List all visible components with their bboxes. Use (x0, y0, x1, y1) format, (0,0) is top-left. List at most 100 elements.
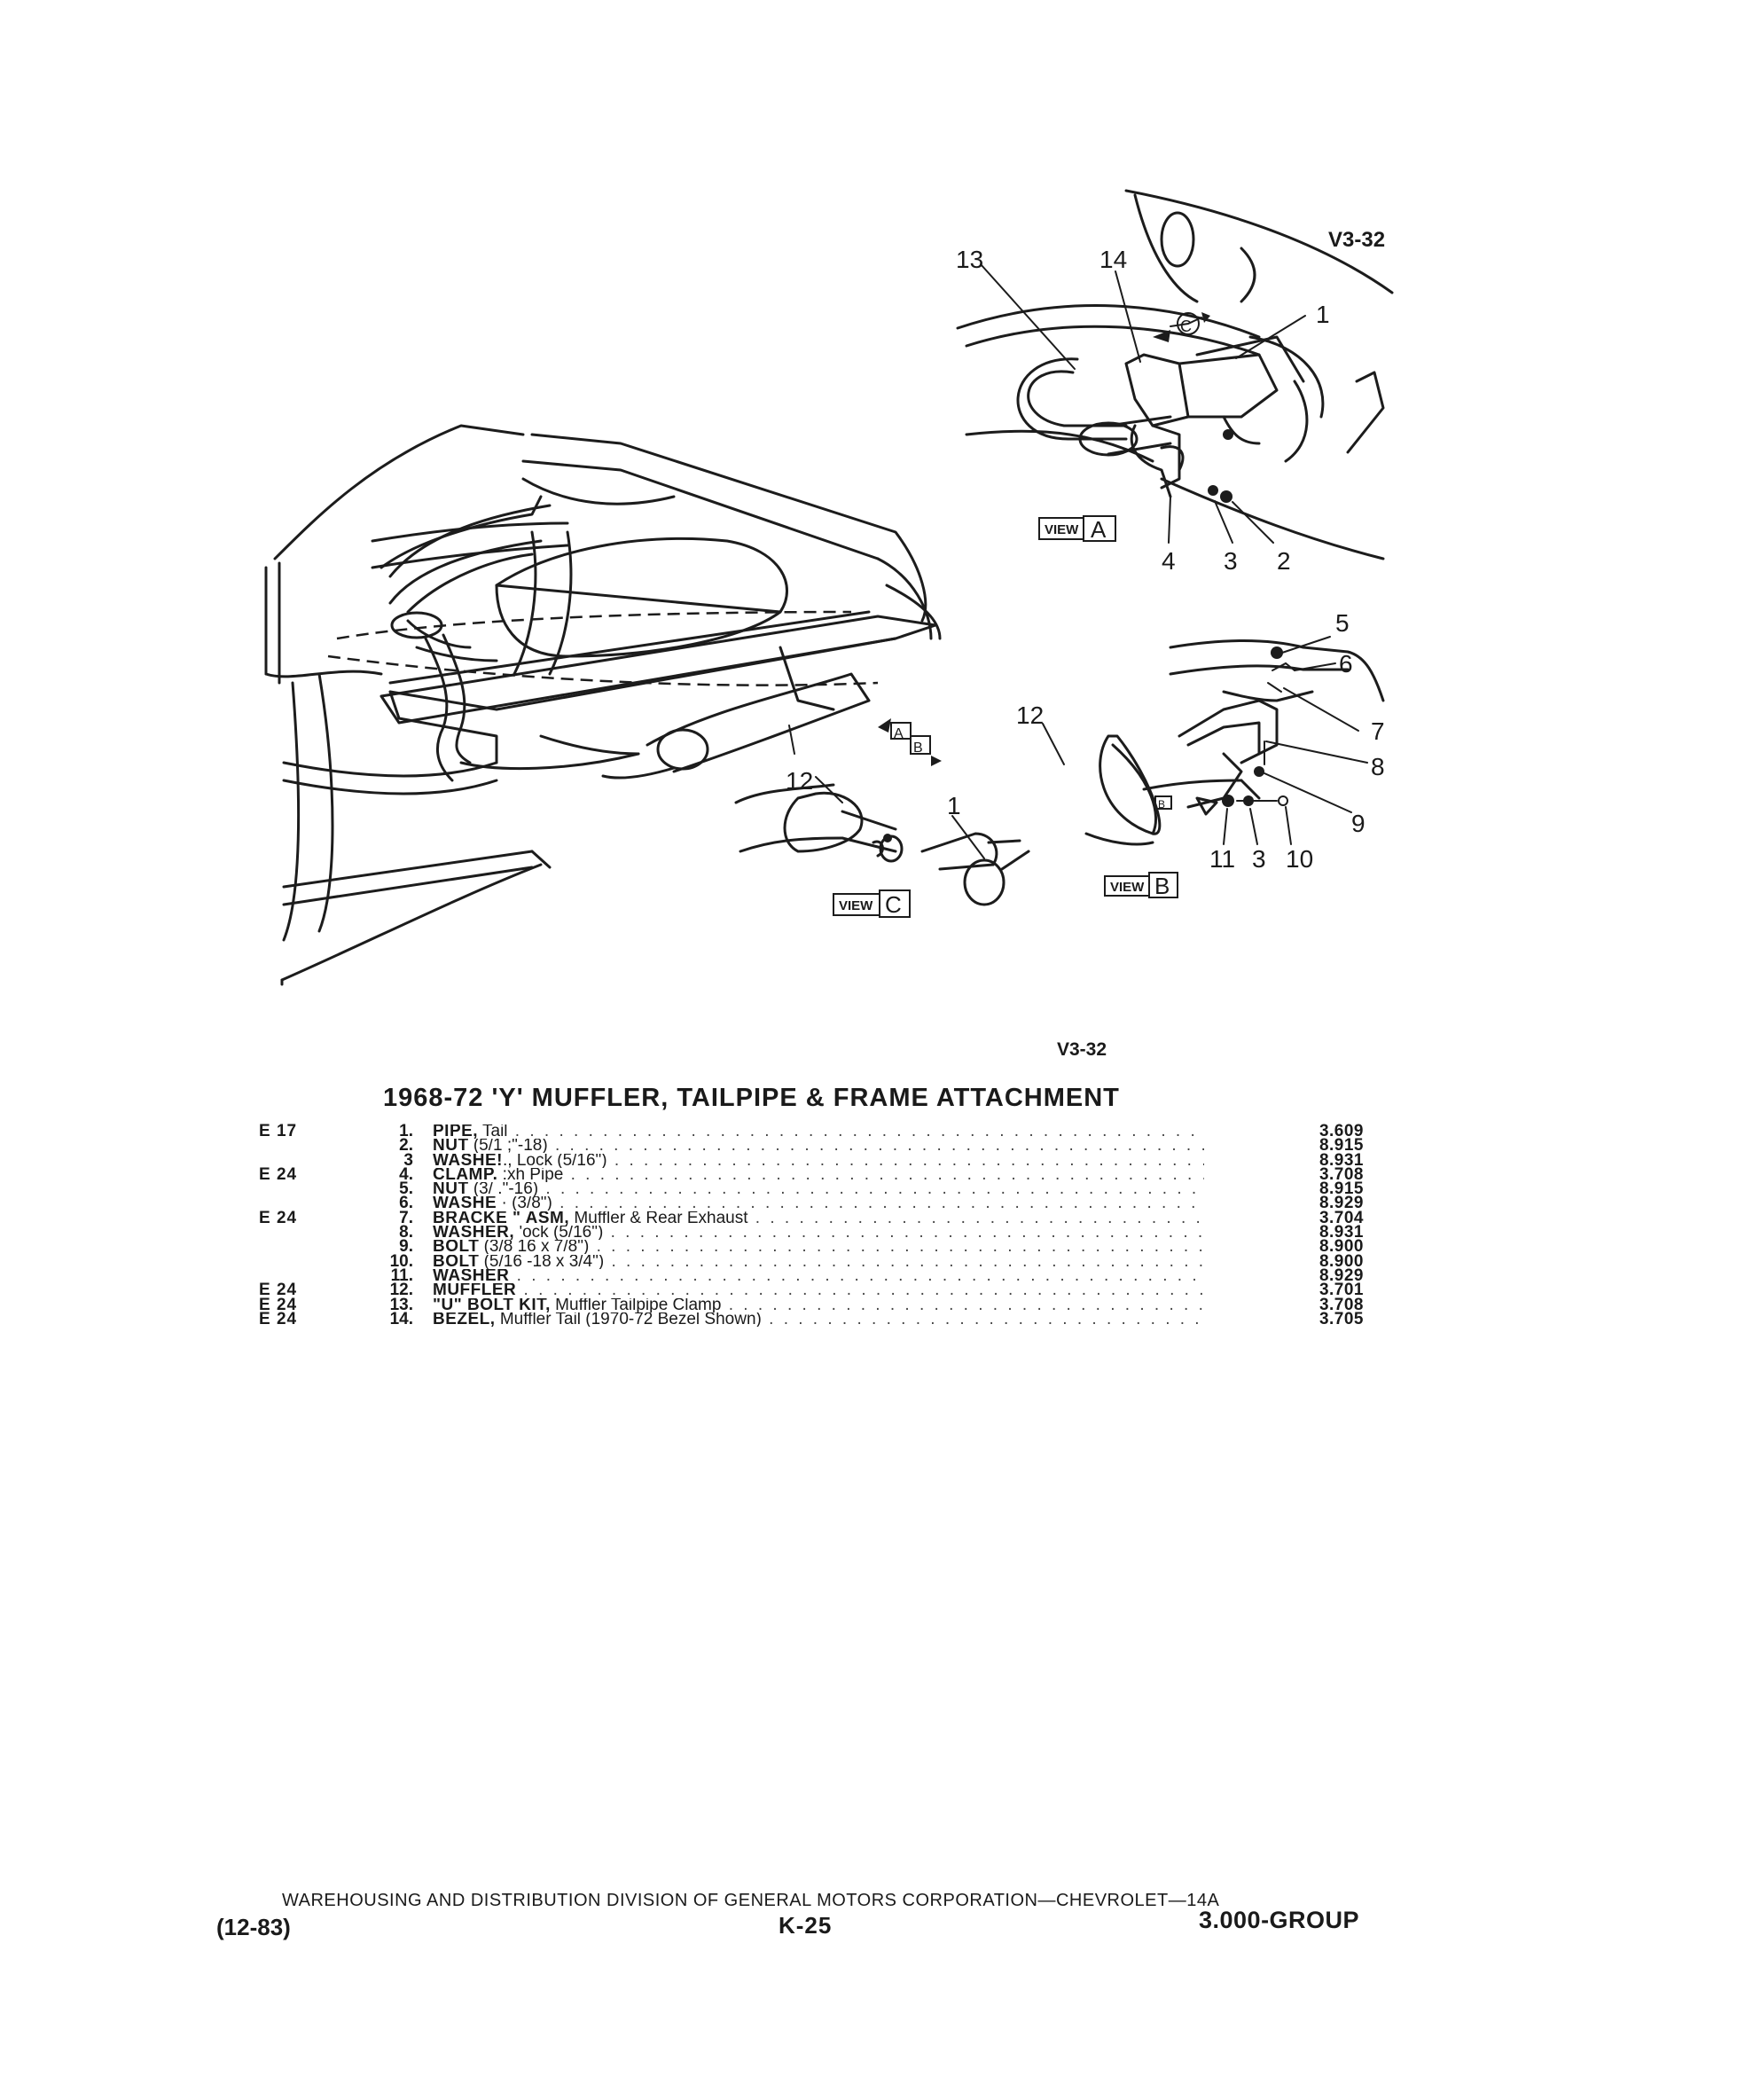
callout-3-view-b: 3 (1252, 845, 1266, 873)
item-name: WASHER (433, 1268, 510, 1283)
catalog-code: E 24 (259, 1208, 298, 1227)
item-detail: (5/16 -18 x 3/4") (479, 1254, 605, 1269)
callout-leader-lines (788, 263, 1368, 859)
group-number: 8.931 (1319, 1150, 1364, 1170)
callout-6: 6 (1339, 650, 1353, 678)
item-name: BRACKE " ASM, (433, 1211, 570, 1226)
callout-12-view-b: 12 (1016, 701, 1044, 729)
callout-12-view-c: 12 (786, 767, 813, 795)
group-number: 3.708 (1319, 1295, 1364, 1314)
catalog-code: E 24 (259, 1281, 298, 1300)
callout-4: 4 (1162, 547, 1176, 575)
callout-3-view-a: 3 (1224, 547, 1238, 575)
item-name: "U" BOLT KIT, (433, 1297, 551, 1312)
item-description: BRACKE " ASM, Muffler & Rear Exhaust . .… (433, 1211, 1204, 1226)
item-detail: (3/ ."-16) (468, 1182, 539, 1197)
svg-text:B: B (1154, 873, 1170, 899)
diagram-reference-top: V3-32 (1328, 228, 1385, 252)
parts-list: E 17 1. PIPE, Tail . . . . . . . . . . .… (0, 1122, 1745, 1328)
item-name: PIPE, (433, 1124, 479, 1139)
diagram-reference-bottom: V3-32 (1057, 1039, 1107, 1060)
item-name: BEZEL, (433, 1312, 496, 1327)
callout-8: 8 (1371, 753, 1385, 780)
footer-date: (12-83) (216, 1914, 291, 1940)
item-number: 11. (390, 1265, 413, 1285)
view-ab-arrow-tag: A B (878, 718, 942, 766)
group-number: 8.931 (1319, 1223, 1364, 1242)
callout-1-view-c: 1 (947, 792, 961, 819)
item-detail: ., Lock (5/16") (503, 1153, 607, 1168)
item-detail: · (3/8") (497, 1196, 552, 1211)
view-b-detail-drawing: B (1084, 639, 1385, 846)
catalog-code: E 17 (259, 1122, 298, 1140)
callout-14: 14 (1099, 246, 1127, 273)
parts-row: 5. NUT (3/ ."-16) . . . . . . . . . . . … (0, 1179, 1745, 1199)
view-b-label: VIEW B (1104, 872, 1178, 899)
parts-row: E 17 1. PIPE, Tail . . . . . . . . . . .… (0, 1122, 1745, 1140)
item-description: BOLT (3/8 16 x 7/8") . . . . . . . . . .… (433, 1240, 1204, 1254)
item-name: BOLT (433, 1240, 480, 1255)
group-number: 8.900 (1319, 1237, 1364, 1257)
item-number: 9. (399, 1237, 413, 1257)
svg-text:C: C (885, 891, 902, 918)
group-number: 8.929 (1319, 1194, 1364, 1213)
callout-11: 11 (1209, 845, 1235, 873)
item-name: MUFFLER (433, 1283, 517, 1298)
item-detail: Tail (478, 1124, 508, 1139)
svg-text:VIEW: VIEW (1045, 522, 1079, 537)
bracket-b-marker: B (1158, 798, 1165, 811)
item-number: 2. (399, 1136, 413, 1156)
item-number: 14. (389, 1309, 413, 1328)
group-number: 8.915 (1319, 1179, 1364, 1199)
parts-row: 8. WASHER, 'ock (5/16") . . . . . . . . … (0, 1223, 1745, 1242)
item-detail: (3/8 16 x 7/8") (479, 1240, 590, 1255)
footer-page-number: K-25 (779, 1912, 833, 1939)
parts-row: 9. BOLT (3/8 16 x 7/8") . . . . . . . . … (0, 1237, 1745, 1257)
item-name: CLAMP. (433, 1167, 498, 1182)
item-detail: Muffler Tailpipe Clamp (550, 1297, 722, 1312)
callout-7: 7 (1371, 717, 1385, 745)
parts-row: 6. WASHE · (3/8") . . . . . . . . . . . … (0, 1194, 1745, 1213)
parts-row: E 24 14. BEZEL, Muffler Tail (1970-72 Be… (0, 1309, 1745, 1328)
item-number: 5. (399, 1179, 413, 1199)
parts-row: 2. NUT (5/1 ;"-18) . . . . . . . . . . .… (0, 1136, 1745, 1156)
callout-2: 2 (1277, 547, 1291, 575)
footer-group: 3.000-GROUP (1199, 1907, 1360, 1933)
item-description: CLAMP. :xh Pipe . . . . . . . . . . . . … (433, 1168, 1204, 1182)
item-description: NUT (3/ ."-16) . . . . . . . . . . . . .… (433, 1182, 1204, 1196)
view-c-detail-drawing (734, 783, 1030, 906)
item-number: 3 (403, 1150, 413, 1170)
group-number: 3.705 (1319, 1309, 1364, 1328)
item-detail: (5/1 ;"-18) (468, 1139, 548, 1154)
item-name: NUT (433, 1182, 469, 1197)
footer-division-line: WAREHOUSING AND DISTRIBUTION DIVISION OF… (282, 1891, 1220, 1910)
group-number: 8.900 (1319, 1251, 1364, 1271)
item-description: BOLT (5/16 -18 x 3/4") . . . . . . . . .… (433, 1255, 1204, 1269)
group-number: 8.929 (1319, 1265, 1364, 1285)
small-arrow-c-label: C (1180, 317, 1192, 335)
item-description: NUT (5/1 ;"-18) . . . . . . . . . . . . … (433, 1139, 1204, 1153)
parts-row: 3 WASHE!., Lock (5/16") . . . . . . . . … (0, 1150, 1745, 1170)
group-number: 3.704 (1319, 1208, 1364, 1227)
exploded-parts-diagram: C B (0, 0, 1745, 1046)
parts-row: E 24 7. BRACKE " ASM, Muffler & Rear Exh… (0, 1208, 1745, 1227)
item-description: MUFFLER . . . . . . . . . . . . . . . . … (433, 1283, 1204, 1297)
item-detail: Muffler & Rear Exhaust (569, 1211, 748, 1226)
view-a-label: VIEW A (1038, 515, 1116, 543)
item-name: NUT (433, 1139, 469, 1154)
group-number: 3.609 (1319, 1122, 1364, 1140)
item-number: 13. (389, 1295, 413, 1314)
item-detail: Muffler Tail (1970-72 Bezel Shown) (495, 1312, 762, 1327)
parts-row: 10. BOLT (5/16 -18 x 3/4") . . . . . . .… (0, 1251, 1745, 1271)
item-description: WASHE!., Lock (5/16") . . . . . . . . . … (433, 1154, 1204, 1168)
item-number: 1. (399, 1122, 413, 1140)
svg-text:VIEW: VIEW (1110, 880, 1145, 895)
parts-row: 11. WASHER . . . . . . . . . . . . . . .… (0, 1265, 1745, 1285)
callout-numbers: 13 14 1 4 3 2 5 6 7 8 9 11 3 10 12 12 1 (786, 246, 1385, 873)
catalog-code: E 24 (259, 1309, 298, 1328)
tag-b-label: B (913, 740, 923, 756)
parts-row: E 24 13. "U" BOLT KIT, Muffler Tailpipe … (0, 1295, 1745, 1314)
item-name: WASHE! (433, 1153, 503, 1168)
item-description: WASHER, 'ock (5/16") . . . . . . . . . .… (433, 1226, 1204, 1240)
catalog-code: E 24 (259, 1164, 298, 1184)
